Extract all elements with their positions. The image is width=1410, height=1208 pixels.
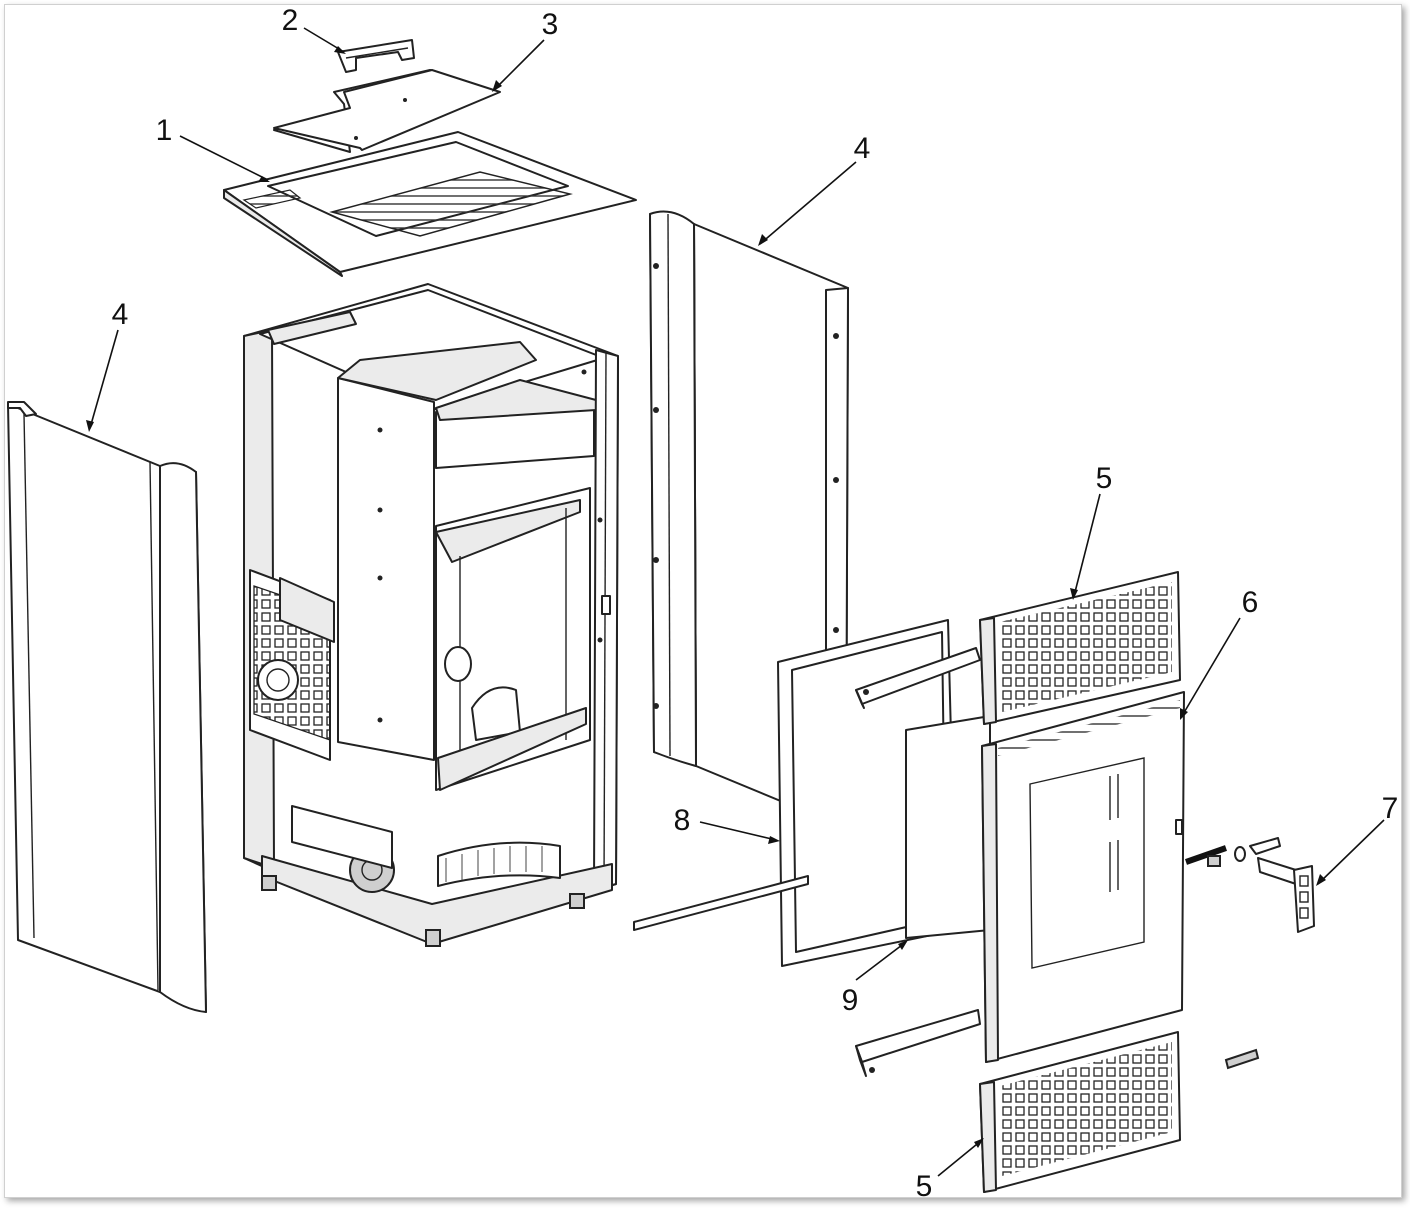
small-bracket (1224, 1048, 1260, 1070)
part-1-top-grille (223, 131, 637, 277)
callout-9: 9 (842, 984, 859, 1017)
part-9-glass (905, 715, 991, 939)
callout-5-top: 5 (1096, 462, 1113, 495)
part-2-handle (337, 39, 415, 73)
part-4-left-side-panel (7, 401, 207, 1013)
callout-5-bottom: 5 (916, 1170, 933, 1203)
part-5-top-grille (979, 571, 1181, 725)
part-6-door (981, 691, 1185, 1063)
bottom-strip (633, 875, 809, 931)
part-3-cover-plate (273, 69, 501, 153)
callout-6: 6 (1242, 586, 1259, 619)
callout-1: 1 (156, 114, 173, 147)
callout-4-left: 4 (112, 298, 129, 331)
callout-3: 3 (542, 8, 559, 41)
leader-lines (86, 27, 1385, 1177)
callout-7: 7 (1382, 792, 1399, 825)
part-5-bottom-grille (979, 1031, 1181, 1193)
stove-body (243, 283, 619, 947)
lower-rail (855, 1009, 981, 1077)
callout-8: 8 (674, 804, 691, 837)
part-7-handle (1185, 837, 1315, 933)
upper-rail (855, 647, 981, 709)
callout-4-right: 4 (854, 132, 871, 165)
callout-2: 2 (282, 4, 299, 37)
